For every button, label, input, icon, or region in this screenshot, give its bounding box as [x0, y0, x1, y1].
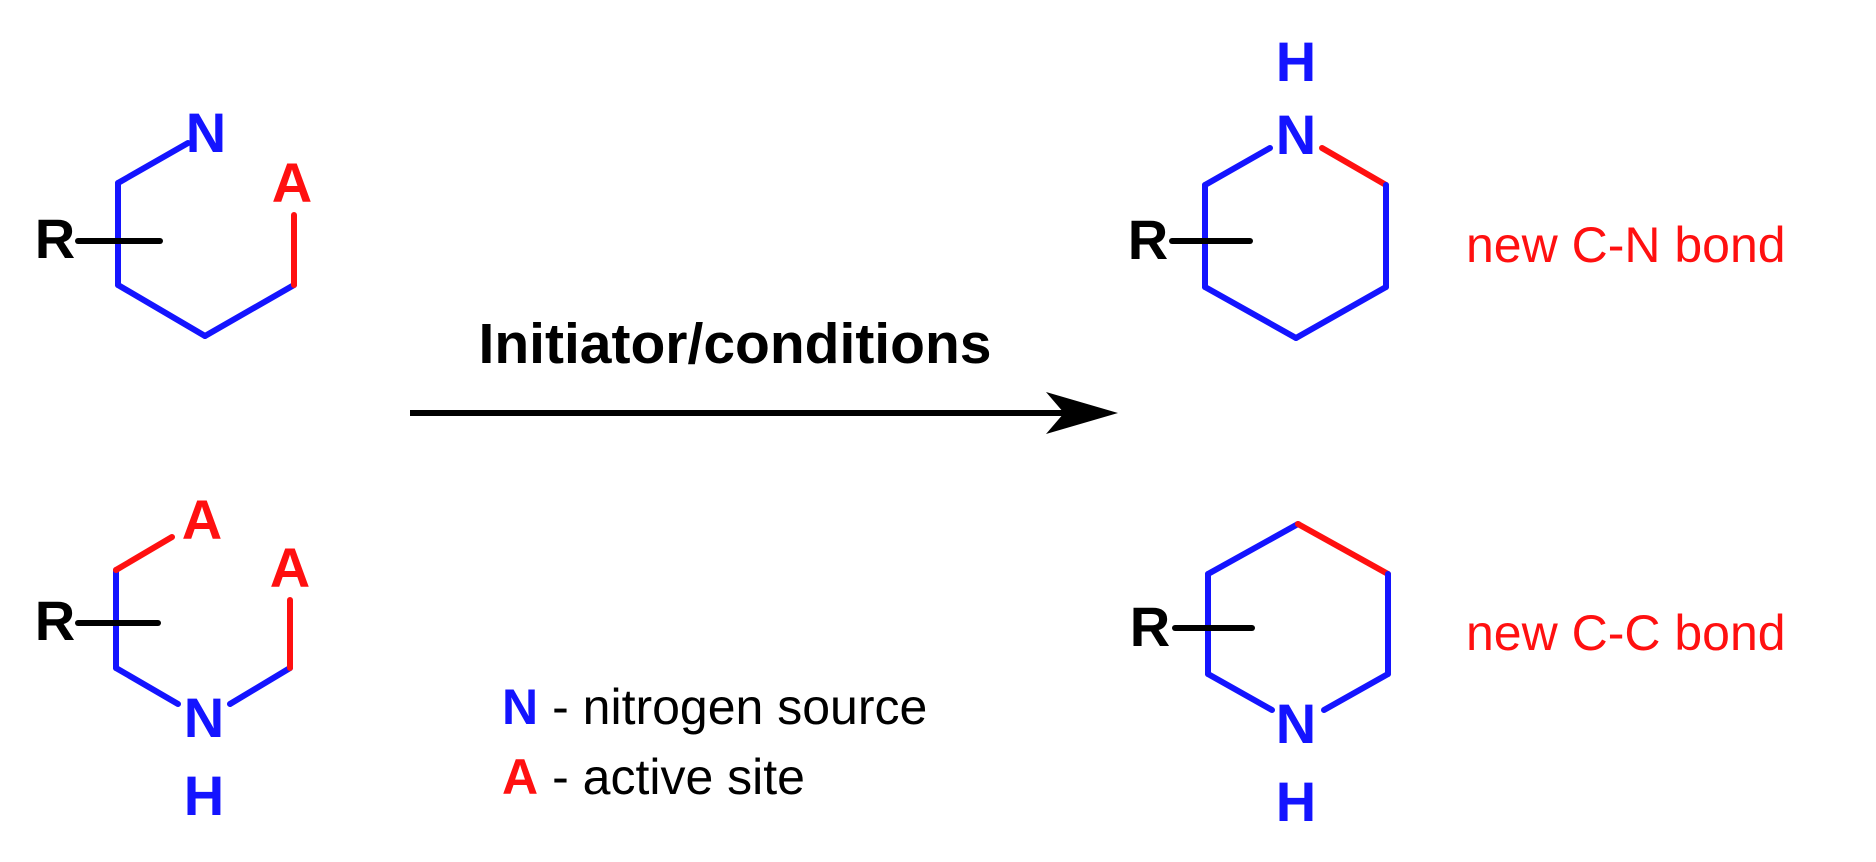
legend-text-nitrogen: - nitrogen source	[552, 679, 927, 735]
bond	[227, 665, 293, 707]
product-bottom: R N H new C-C bond	[1130, 521, 1786, 833]
bond	[1205, 671, 1275, 713]
legend-row-active: A- active site	[502, 749, 805, 805]
bond	[1202, 284, 1299, 341]
bond	[1202, 145, 1273, 188]
substituent-r: R	[35, 207, 75, 270]
bond	[1293, 284, 1389, 341]
bond	[113, 665, 181, 707]
arrow-head	[1046, 392, 1118, 434]
substituent-r: R	[1130, 595, 1170, 658]
product-top: R H N new C-N bond	[1128, 30, 1786, 341]
substituent-r: R	[1128, 208, 1168, 271]
bond	[1295, 521, 1391, 577]
bond	[1205, 521, 1301, 577]
reactant-bottom-bonds	[75, 534, 293, 707]
nitrogen-atom: N	[1276, 103, 1316, 166]
active-site-atom: A	[182, 488, 222, 551]
hydrogen-atom: H	[1276, 30, 1316, 93]
legend-text-active: - active site	[552, 749, 805, 805]
legend: N- nitrogen source A- active site	[502, 679, 927, 805]
nitrogen-atom: N	[186, 101, 226, 164]
active-site-atom: A	[272, 151, 312, 214]
legend-symbol-active: A	[502, 749, 538, 805]
bond	[113, 534, 175, 573]
nitrogen-atom: N	[184, 686, 224, 749]
conditions-label: Initiator/conditions	[479, 312, 992, 376]
legend-row-nitrogen: N- nitrogen source	[502, 679, 927, 735]
reactant-top-bonds	[75, 140, 297, 339]
bond-note: new C-N bond	[1466, 217, 1786, 273]
reactant-bottom: R A A N H	[35, 488, 310, 827]
active-site-atom: A	[270, 536, 310, 599]
bond	[115, 282, 208, 339]
bond	[202, 282, 297, 339]
bond	[1321, 671, 1391, 713]
substituent-r: R	[35, 589, 75, 652]
hydrogen-atom: H	[184, 764, 224, 827]
hydrogen-atom: H	[1276, 770, 1316, 833]
product-bottom-bonds	[1172, 521, 1391, 713]
legend-symbol-nitrogen: N	[502, 679, 538, 735]
bond	[1319, 145, 1389, 188]
product-top-bonds	[1169, 145, 1389, 341]
reaction-arrow: Initiator/conditions	[410, 312, 1118, 434]
nitrogen-atom: N	[1276, 692, 1316, 755]
bond-note: new C-C bond	[1466, 605, 1786, 661]
bond	[115, 140, 191, 186]
reactant-top: R N A	[35, 101, 312, 339]
